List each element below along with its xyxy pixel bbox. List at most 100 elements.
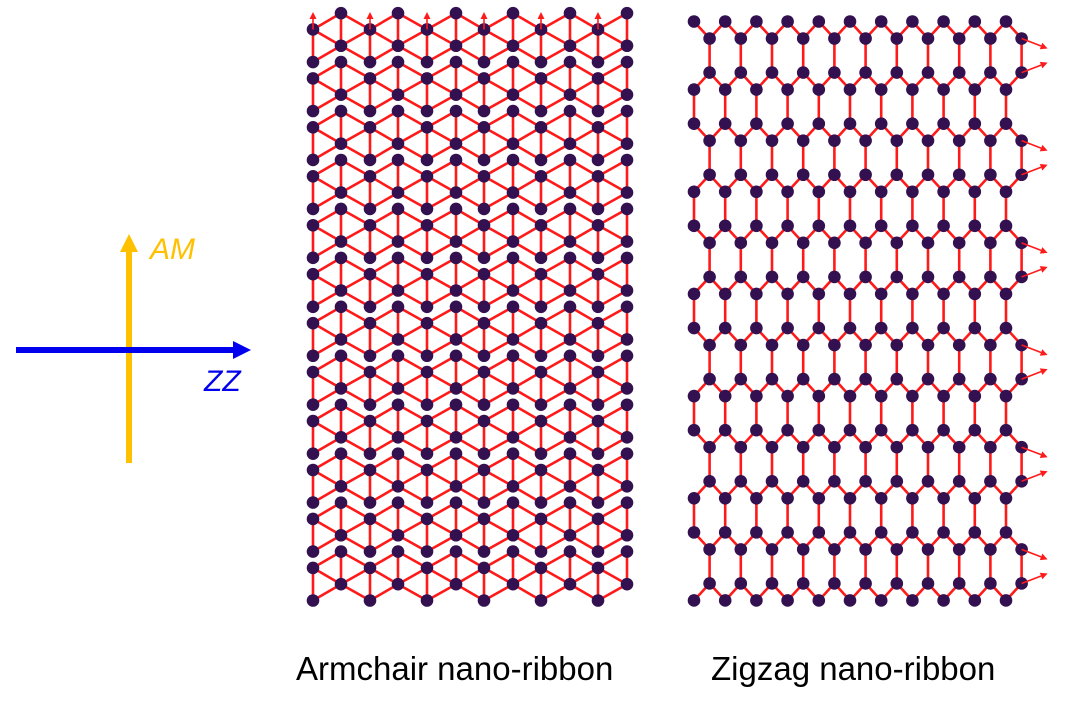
atom [591, 170, 605, 183]
atom [620, 55, 634, 69]
atom [563, 545, 577, 558]
atom [921, 66, 935, 79]
atom [420, 594, 434, 607]
atom [1015, 474, 1028, 488]
atom [734, 440, 748, 454]
atom [937, 389, 950, 403]
atom [859, 338, 872, 352]
atom [952, 270, 966, 284]
atom [334, 235, 348, 248]
atom [781, 321, 794, 335]
atom [591, 300, 605, 314]
edge-arrow-head [1039, 368, 1048, 375]
atom [906, 185, 919, 199]
atom [563, 55, 577, 69]
atom [563, 235, 577, 248]
atom [477, 512, 491, 526]
atom [620, 577, 634, 591]
atom [999, 219, 1013, 233]
atom [477, 561, 491, 575]
edge-arrow-shaft [1021, 64, 1042, 74]
atom [334, 6, 348, 20]
atom [781, 185, 794, 199]
atom [796, 168, 810, 182]
atom [363, 512, 377, 526]
atom [391, 202, 405, 216]
atom [449, 349, 463, 363]
atom [921, 134, 935, 147]
atom [449, 480, 463, 493]
atom [937, 15, 950, 28]
atom [843, 526, 857, 539]
edge-arrow-head [1039, 164, 1048, 171]
atom [591, 267, 605, 281]
atom [734, 168, 748, 182]
atom [506, 398, 520, 412]
bond-layer [692, 20, 1023, 602]
atom [449, 6, 463, 20]
atom [449, 104, 463, 118]
atom [334, 300, 348, 314]
atom [591, 512, 605, 526]
atom [534, 512, 548, 526]
atom [306, 72, 320, 85]
atom [534, 202, 548, 216]
atom [968, 526, 982, 539]
atom [952, 372, 966, 386]
atom [449, 577, 463, 591]
atom [449, 202, 463, 216]
atom [796, 32, 810, 45]
atom [781, 526, 794, 539]
atom [591, 251, 605, 265]
atom [952, 134, 966, 147]
atom [906, 219, 919, 233]
atom [477, 218, 491, 232]
atom [563, 251, 577, 265]
atom [765, 134, 779, 147]
atom [937, 83, 950, 96]
atom [620, 333, 634, 346]
atom [781, 594, 794, 607]
atom [620, 545, 634, 558]
atom [859, 168, 872, 182]
atom [334, 382, 348, 395]
atom [306, 561, 320, 575]
atom [534, 561, 548, 575]
atom [449, 431, 463, 444]
atom [890, 474, 904, 488]
edge-arrow-head [1039, 553, 1048, 561]
atom [999, 321, 1013, 335]
atom [506, 545, 520, 558]
atom [765, 270, 779, 284]
atom [391, 251, 405, 265]
atom [306, 496, 320, 509]
atom [984, 474, 997, 488]
atom [843, 83, 857, 96]
atom [718, 15, 732, 28]
atom [999, 117, 1013, 130]
edge-arrow-head [1039, 451, 1048, 458]
atom [563, 153, 577, 167]
atom [703, 372, 716, 386]
atom [534, 365, 548, 379]
atom [765, 32, 779, 45]
zz-axis-label: ZZ [204, 365, 241, 398]
atom [477, 170, 491, 183]
atom [391, 349, 405, 363]
atom [506, 333, 520, 346]
atom [620, 104, 634, 118]
atom [890, 440, 904, 454]
atom [391, 104, 405, 118]
atom [620, 382, 634, 395]
atom [420, 104, 434, 118]
atom [420, 496, 434, 509]
atom [363, 594, 377, 607]
atom [937, 423, 950, 437]
atom [391, 528, 405, 542]
atom [890, 338, 904, 352]
atom [859, 66, 872, 79]
atom [534, 170, 548, 183]
atom [828, 372, 841, 386]
atom [828, 338, 841, 352]
atom [563, 284, 577, 297]
